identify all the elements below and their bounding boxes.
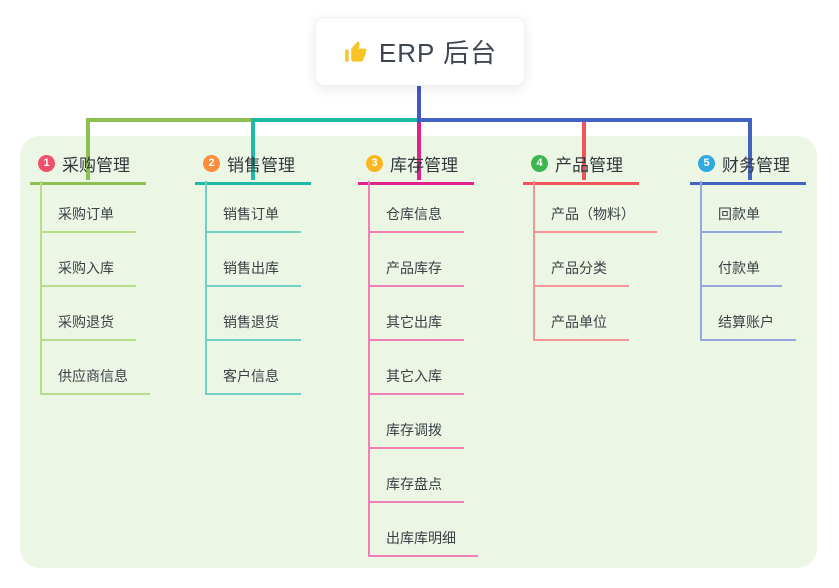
branch-item-node[interactable]: 出库库明细: [368, 503, 478, 557]
branch-item-node[interactable]: 其它入库: [368, 341, 464, 395]
root-node-label: ERP 后台: [378, 38, 498, 68]
branch-item-node[interactable]: 采购入库: [40, 233, 136, 287]
branch-item-node[interactable]: 结算账户: [700, 287, 796, 341]
branch-item-label: 结算账户: [718, 314, 774, 330]
branch-header-node[interactable]: 2 销售管理: [195, 151, 311, 185]
branch-number-badge: 3: [366, 155, 383, 172]
branch-title: 财务管理: [722, 156, 790, 175]
branch-item-label: 其它入库: [386, 368, 442, 384]
branch-item-label: 其它出库: [386, 314, 442, 330]
branch-number-badge: 5: [698, 155, 715, 172]
branch-item-node[interactable]: 付款单: [700, 233, 782, 287]
branch-库存管理: 3 库存管理 仓库信息产品库存其它出库其它入库库存调拨库存盘点出库库明细: [358, 151, 478, 557]
branch-item-connector-line: [40, 181, 42, 395]
branch-item-label: 产品（物料）: [551, 206, 635, 222]
mindmap-canvas-panel: [20, 136, 817, 568]
branch-item-label: 销售出库: [223, 260, 279, 276]
branch-item-connector-line: [368, 181, 370, 557]
branch-items: 采购订单采购入库采购退货供应商信息: [40, 181, 150, 395]
branch-title: 采购管理: [62, 156, 130, 175]
branch-item-node[interactable]: 产品库存: [368, 233, 464, 287]
branch-item-node[interactable]: 销售退货: [205, 287, 301, 341]
branch-item-node[interactable]: 产品（物料）: [533, 181, 657, 233]
branch-财务管理: 5 财务管理 回款单付款单结算账户: [690, 151, 806, 341]
branch-item-label: 产品库存: [386, 260, 442, 276]
root-node[interactable]: ERP 后台: [315, 17, 525, 86]
branch-item-node[interactable]: 产品分类: [533, 233, 629, 287]
branch-item-label: 仓库信息: [386, 206, 442, 222]
branch-item-node[interactable]: 回款单: [700, 181, 782, 233]
branch-item-label: 产品单位: [551, 314, 607, 330]
branch-item-connector-line: [205, 181, 207, 395]
branch-item-label: 付款单: [718, 260, 760, 276]
branch-item-label: 采购退货: [58, 314, 114, 330]
branch-item-connector-line: [700, 181, 702, 341]
branch-items: 销售订单销售出库销售退货客户信息: [205, 181, 301, 395]
branch-header-node[interactable]: 1 采购管理: [30, 151, 146, 185]
branch-header-node[interactable]: 5 财务管理: [690, 151, 806, 185]
branch-item-node[interactable]: 销售出库: [205, 233, 301, 287]
branch-销售管理: 2 销售管理 销售订单销售出库销售退货客户信息: [195, 151, 311, 395]
branch-item-label: 回款单: [718, 206, 760, 222]
branch-number-badge: 1: [38, 155, 55, 172]
branch-number-badge: 4: [531, 155, 548, 172]
branch-item-node[interactable]: 库存盘点: [368, 449, 464, 503]
branch-items: 仓库信息产品库存其它出库其它入库库存调拨库存盘点出库库明细: [368, 181, 478, 557]
branch-产品管理: 4 产品管理 产品（物料） 产品分类产品单位: [523, 151, 657, 341]
branch-item-label: 产品分类: [551, 260, 607, 276]
branch-header-node[interactable]: 3 库存管理: [358, 151, 474, 185]
branch-item-label: 销售退货: [223, 314, 279, 330]
branch-item-node[interactable]: 产品单位: [533, 287, 629, 341]
branch-number-badge: 2: [203, 155, 220, 172]
branch-item-label: 库存盘点: [386, 476, 442, 492]
branch-items: 回款单付款单结算账户: [700, 181, 796, 341]
branch-item-label: 采购订单: [58, 206, 114, 222]
branch-item-label: 客户信息: [223, 368, 279, 384]
branch-item-node[interactable]: 仓库信息: [368, 181, 464, 233]
branch-item-node[interactable]: 采购订单: [40, 181, 136, 233]
branch-item-connector-line: [533, 181, 535, 341]
branch-item-node[interactable]: 客户信息: [205, 341, 301, 395]
branch-item-node[interactable]: 供应商信息: [40, 341, 150, 395]
branch-items: 产品（物料） 产品分类产品单位: [533, 181, 657, 341]
branch-title: 销售管理: [227, 156, 295, 175]
branch-item-label: 出库库明细: [386, 530, 456, 546]
branch-header-node[interactable]: 4 产品管理: [523, 151, 639, 185]
branch-item-label: 销售订单: [223, 206, 279, 222]
branch-item-label: 供应商信息: [58, 368, 128, 384]
branch-采购管理: 1 采购管理 采购订单采购入库采购退货供应商信息: [30, 151, 150, 395]
branch-item-node[interactable]: 其它出库: [368, 287, 464, 341]
branch-title: 产品管理: [555, 156, 623, 175]
branch-item-node[interactable]: 采购退货: [40, 287, 136, 341]
branch-item-label: 采购入库: [58, 260, 114, 276]
thumbs-up-icon: [345, 40, 367, 62]
branch-item-label: 库存调拨: [386, 422, 442, 438]
branch-item-node[interactable]: 销售订单: [205, 181, 301, 233]
branch-title: 库存管理: [390, 156, 458, 175]
branch-item-node[interactable]: 库存调拨: [368, 395, 464, 449]
